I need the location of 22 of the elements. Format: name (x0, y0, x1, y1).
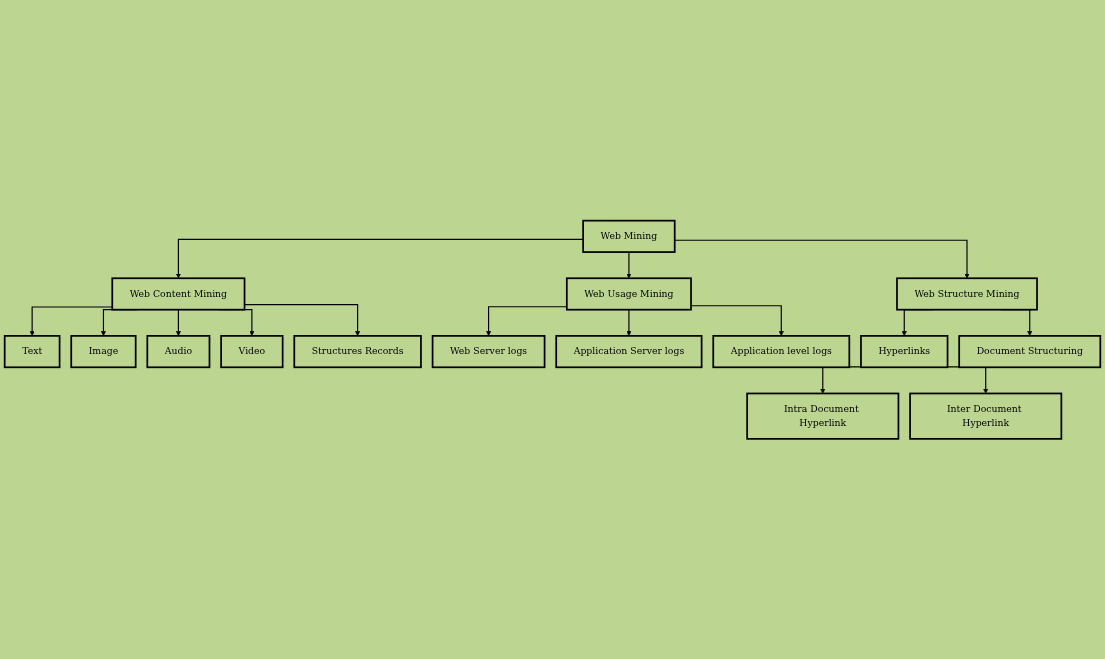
arrow (674, 239, 970, 279)
node-box: Intra Document Hyperlink (746, 392, 900, 440)
node-box: Structures Records (293, 334, 422, 368)
node-box: Inter Document Hyperlink (909, 392, 1063, 440)
node-box: Hyperlinks (860, 334, 949, 368)
node-box: Application level logs (712, 334, 851, 368)
node-box: Image (70, 334, 137, 368)
arrow (175, 308, 181, 336)
arrow (626, 251, 632, 279)
node-box: Web Server logs (431, 334, 546, 368)
node-box: Web Usage Mining (565, 277, 692, 311)
arrow (626, 308, 632, 336)
arrow (29, 306, 113, 336)
node-box: Web Content Mining (111, 277, 246, 311)
node-box: Document Structuring (958, 334, 1102, 368)
node-box: Web Structure Mining (896, 277, 1038, 311)
node-box: Text (3, 334, 61, 368)
node-box: Application Server logs (555, 334, 703, 368)
node-box: Video (220, 334, 284, 368)
node-box: Audio (146, 334, 211, 368)
arrow (175, 238, 584, 279)
node-box: Web Mining (582, 219, 676, 253)
